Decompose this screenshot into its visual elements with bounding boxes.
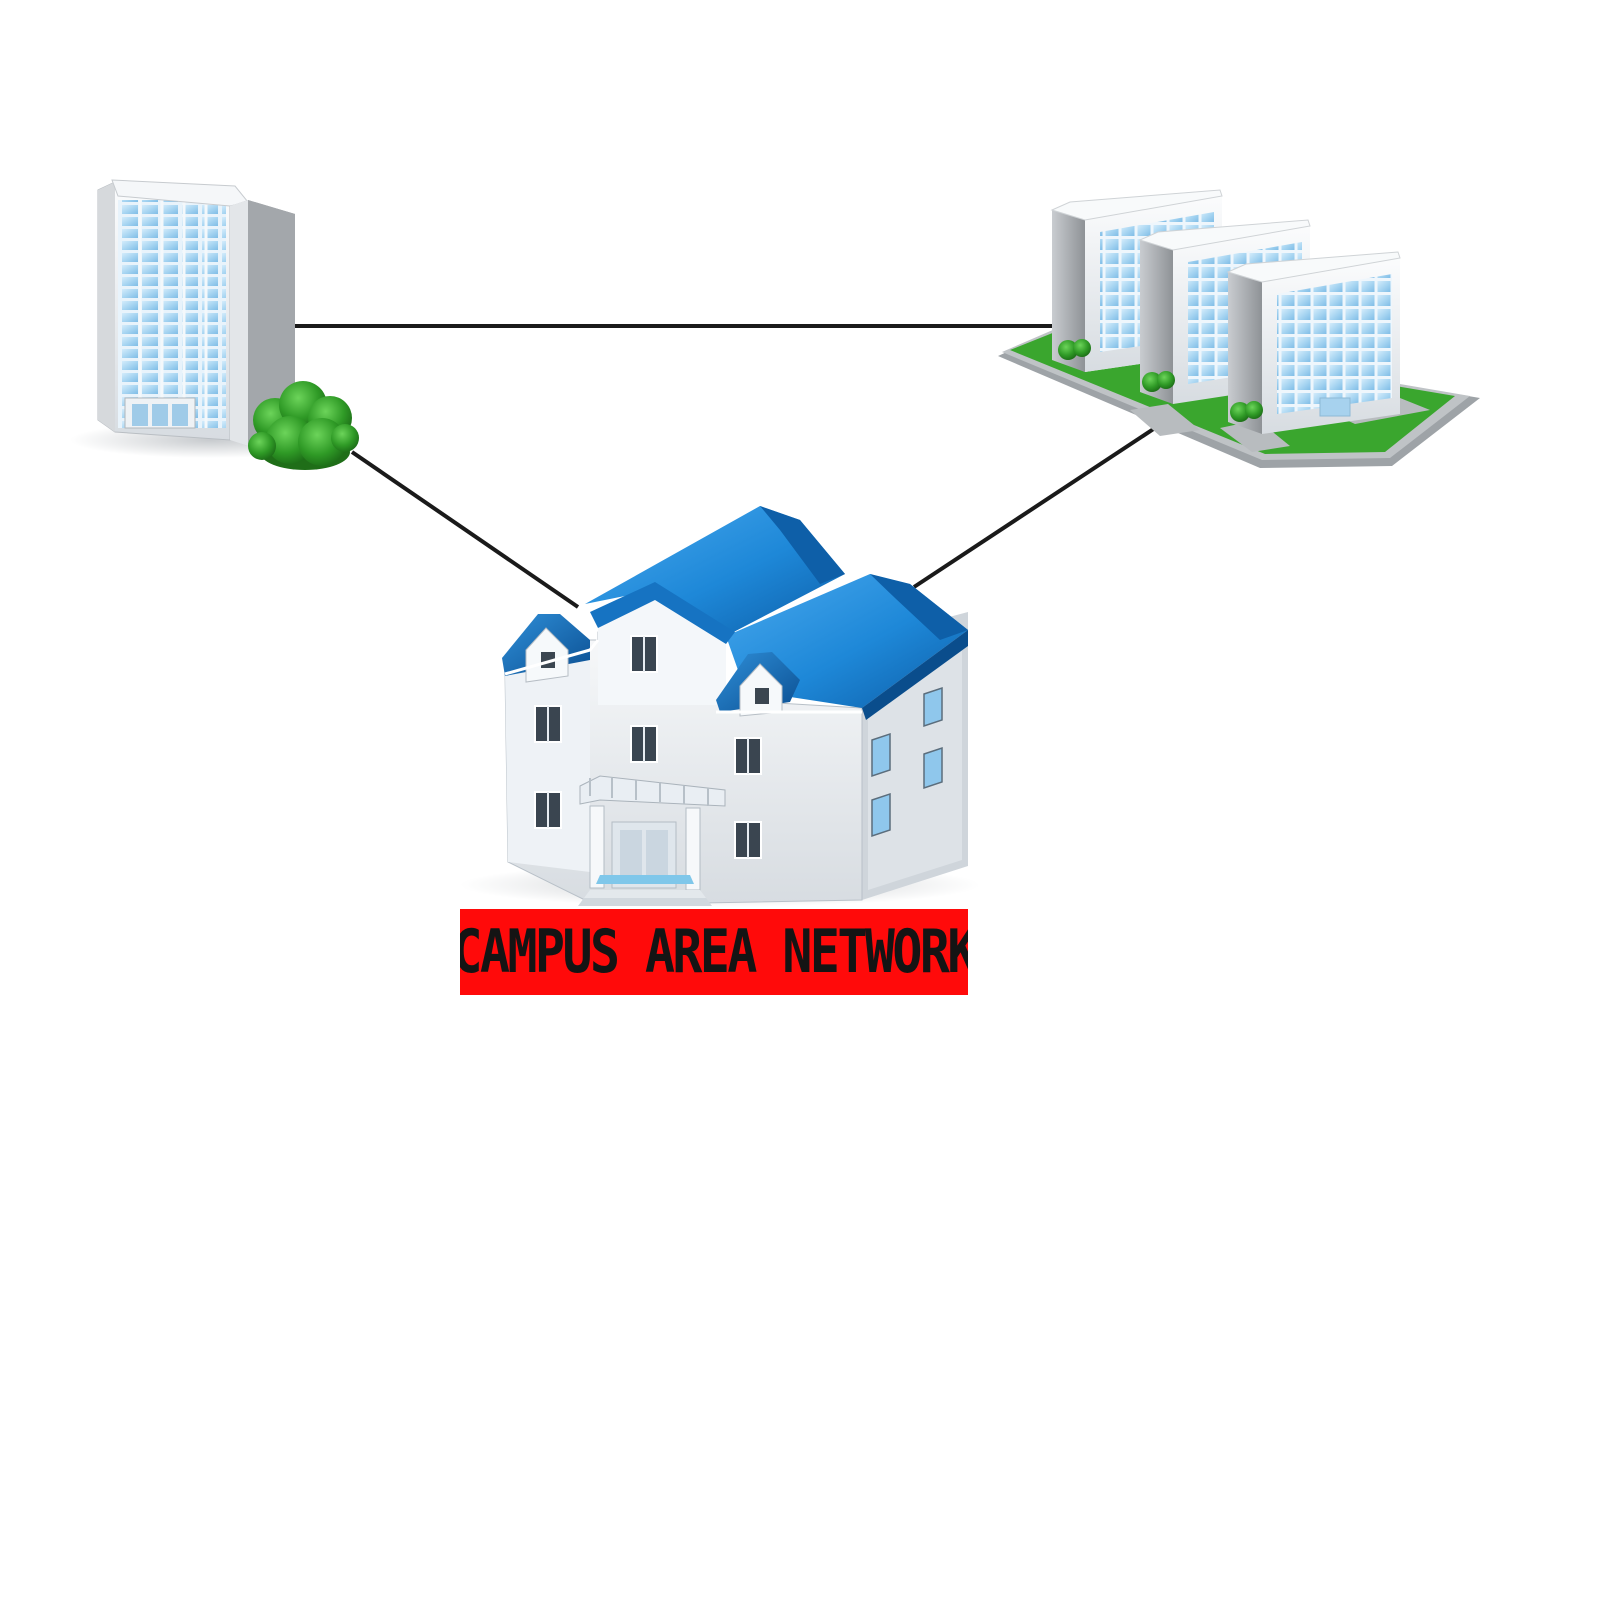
caption-background: [460, 909, 968, 995]
link-tower-to-main-building: [350, 450, 580, 609]
bush-icon: [248, 381, 359, 470]
diagram-caption: CAMPUS AREA NETWORK: [460, 909, 968, 995]
office-tower-icon: [70, 179, 359, 470]
network-links: [292, 324, 1157, 609]
campus-house-icon: [460, 506, 980, 907]
link-complex-to-main-building: [912, 426, 1157, 589]
caption-text: CAMPUS AREA NETWORK: [460, 917, 968, 987]
building-complex-icon: [998, 189, 1480, 468]
